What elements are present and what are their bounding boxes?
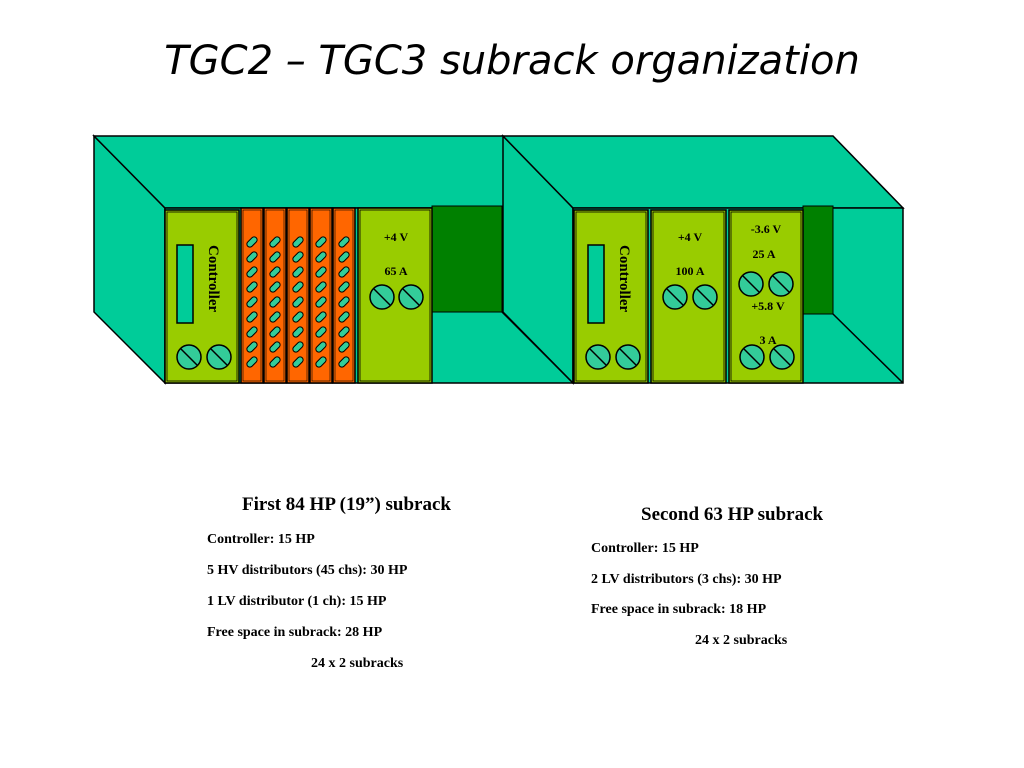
subrack-2-lv2-current-a: 25 A <box>752 247 775 261</box>
subrack-1-detail: Controller: 15 HP <box>207 532 315 547</box>
subrack-1-lv-current: 65 A <box>384 264 407 278</box>
connector-icon <box>398 284 424 310</box>
subrack-2-detail: 2 LV distributors (3 chs): 30 HP <box>591 572 782 587</box>
hv-distributor-module <box>309 207 333 384</box>
connector-icon <box>662 284 688 310</box>
subrack-1: Controller +4 V 65 A <box>92 134 575 385</box>
connector-icon <box>615 344 641 370</box>
subrack-1-controller-display <box>176 244 194 324</box>
connector-icon <box>176 344 202 370</box>
hv-distributor-module <box>240 207 264 384</box>
subrack-2: Controller +4 V 100 A -3.6 V 25 A +5.8 V… <box>501 134 905 385</box>
subrack-2-lv1-current: 100 A <box>675 264 704 278</box>
subrack-1-lv-voltage: +4 V <box>384 230 409 244</box>
page-title: TGC2 – TGC3 subrack organization <box>164 38 860 84</box>
subrack-1-controller: Controller <box>164 209 240 384</box>
subrack-1-free-space <box>431 205 503 313</box>
subrack-2-detail: Free space in subrack: 18 HP <box>591 602 767 617</box>
subrack-1-lv-distributor: +4 V 65 A <box>357 207 433 384</box>
subrack-1-detail: 1 LV distributor (1 ch): 15 HP <box>207 594 387 609</box>
subrack-2-lv2-voltage-a: -3.6 V <box>751 222 782 236</box>
connector-icon <box>206 344 232 370</box>
connector-icon <box>369 284 395 310</box>
subrack-2-lv-distributor-1: +4 V 100 A <box>650 209 727 384</box>
connector-icon <box>739 344 765 370</box>
connector-icon <box>769 344 795 370</box>
subrack-2-lv-distributor-2: -3.6 V 25 A +5.8 V 3 A <box>728 209 804 384</box>
subrack-2-lv1-voltage: +4 V <box>678 230 703 244</box>
subrack-2-controller: Controller <box>573 209 649 384</box>
hv-distributor-module <box>332 207 356 384</box>
subrack-2-controller-label: Controller <box>616 245 632 313</box>
subrack-2-top-panel <box>501 135 905 209</box>
hv-distributor-module <box>286 207 310 384</box>
subrack-1-detail: Free space in subrack: 28 HP <box>207 625 383 640</box>
subrack-1-hv-distributors <box>240 207 356 384</box>
subrack-1-detail: 5 HV distributors (45 chs): 30 HP <box>207 563 408 578</box>
subrack-2-lv2-voltage-b: +5.8 V <box>751 299 785 313</box>
subrack-1-controller-label: Controller <box>205 245 221 313</box>
connector-icon <box>738 271 764 297</box>
subrack-1-footer: 24 x 2 subracks <box>311 656 404 671</box>
connector-icon <box>768 271 794 297</box>
subrack-1-caption-title: First 84 HP (19”) subrack <box>242 494 451 515</box>
subrack-2-free-space <box>802 205 834 315</box>
hv-distributor-module <box>263 207 287 384</box>
subrack-2-detail: Controller: 15 HP <box>591 541 699 556</box>
subrack-2-lv2-current-b: 3 A <box>759 333 776 347</box>
subrack-2-footer: 24 x 2 subracks <box>695 633 788 648</box>
connector-icon <box>692 284 718 310</box>
subrack-2-controller-display <box>587 244 605 324</box>
connector-icon <box>585 344 611 370</box>
subrack-2-caption-title: Second 63 HP subrack <box>641 504 824 525</box>
subrack-1-top-panel <box>92 135 575 209</box>
